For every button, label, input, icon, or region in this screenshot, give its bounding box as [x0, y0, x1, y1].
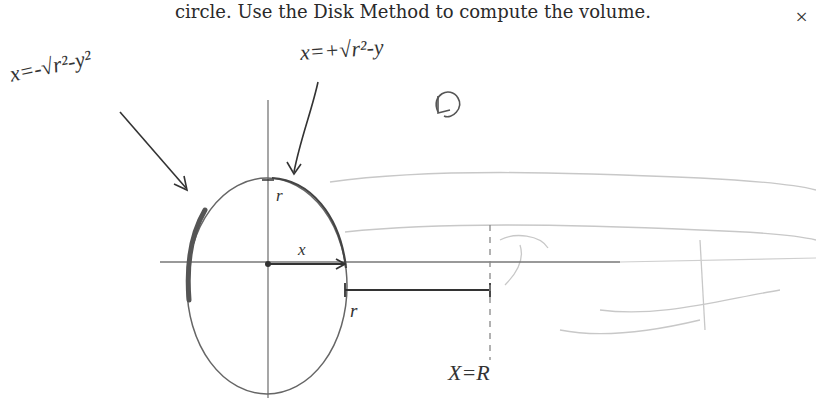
arrowhead	[336, 259, 345, 269]
arrowhead	[174, 176, 187, 190]
tick	[262, 179, 274, 181]
left-half-arc	[188, 210, 205, 300]
margin-mark: ×	[794, 4, 809, 30]
vertical-axis	[267, 100, 268, 398]
leader-arrow	[294, 82, 318, 172]
radius-label: r	[276, 186, 283, 206]
equation-label: x=-√r²-y²	[7, 45, 93, 88]
leader-arrow	[120, 112, 186, 188]
rotation-arrowhead	[438, 96, 450, 113]
distance-R	[345, 289, 490, 291]
arrowhead	[287, 162, 301, 174]
equation-label: x=+√r²-y	[299, 34, 384, 66]
horizontal-axis	[160, 261, 620, 262]
circle	[187, 178, 347, 394]
radius-x	[268, 263, 344, 265]
problem-text: circle. Use the Disk Method to compute t…	[175, 1, 651, 22]
tick	[344, 283, 346, 297]
variable-label: x	[298, 240, 306, 260]
torus-sketch	[330, 173, 816, 334]
axis-label: X=R	[448, 360, 490, 386]
right-half-arc	[272, 178, 346, 268]
radius-label: r	[350, 300, 357, 322]
rotation-symbol	[436, 92, 459, 117]
axis-of-revolution	[489, 225, 490, 360]
axis-extension	[620, 258, 816, 262]
